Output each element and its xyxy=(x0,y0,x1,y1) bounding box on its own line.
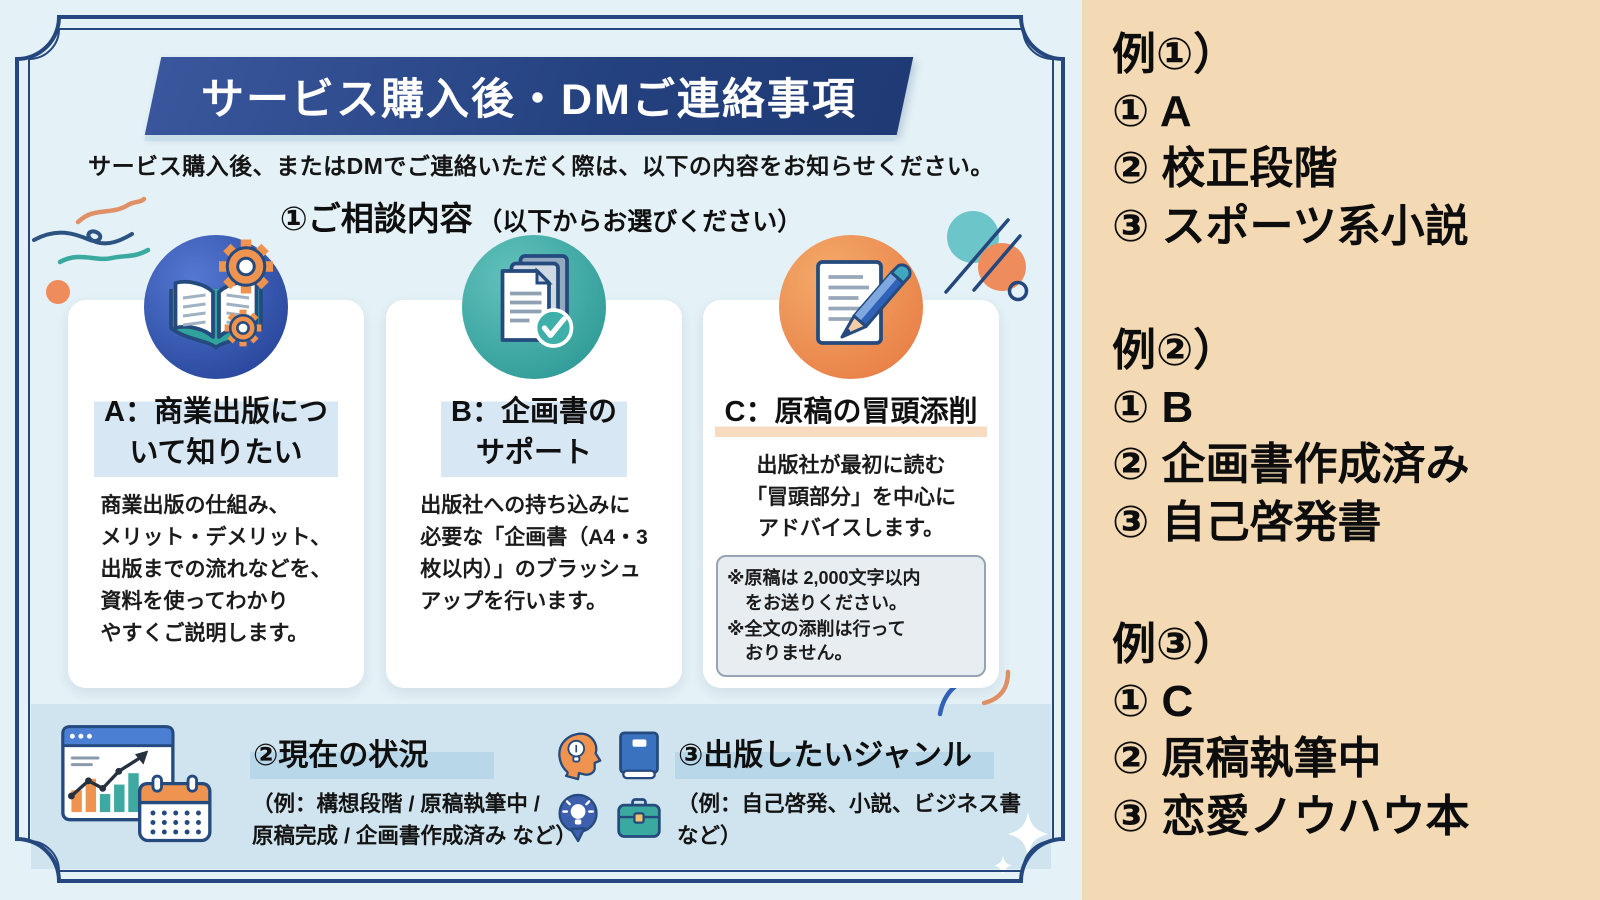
title-banner: サービス購入後・DMご連絡事項 xyxy=(144,57,914,135)
card-b-body: 出版社への持ち込みに 必要な「企画書（A4・3 枚以内）」のブラッシュ アップを… xyxy=(420,494,648,613)
open-book-gears-icon xyxy=(144,235,288,379)
chart-calendar-icon xyxy=(61,725,212,843)
example-item: ③ 恋愛ノウハウ本 xyxy=(1112,791,1470,841)
poster-subtitle: サービス購入後、またはDMでご連絡いただく際は、以下の内容をお知らせください。 xyxy=(88,153,994,179)
example-label: 例③） xyxy=(1112,620,1238,669)
card-c-note-box: ※原稿は 2,000文字以内 をお送りください。 ※全文の添削は行って おりませ… xyxy=(716,555,986,677)
status-heading: ②現在の状況 xyxy=(250,730,495,779)
example-block-3: 例③） ① C ② 原稿執筆中 ③ 恋愛ノウハウ本 xyxy=(1112,616,1582,845)
consult-heading-note: （以下からお選びください） xyxy=(477,208,803,236)
example-item: ① A xyxy=(1112,87,1192,137)
gear-icon xyxy=(224,309,262,347)
head-idea-icon xyxy=(558,732,602,781)
infographic-panel: ②現在の状況 （例：構想段階 / 原稿執筆中 / 原稿完成 / 企画書作成済み … xyxy=(0,0,1082,900)
manuscript-pen-icon xyxy=(779,235,923,379)
documents-check-icon xyxy=(462,235,606,379)
examples-panel: 例①） ① A ② 校正段階 ③ スポーツ系小説 例②） ① B ② 企画書作成… xyxy=(1082,0,1600,900)
status-example: （例：構想段階 / 原稿執筆中 / 原稿完成 / 企画書作成済み など） xyxy=(252,792,577,849)
poster-title: サービス購入後・DMご連絡事項 xyxy=(201,76,857,124)
example-label: 例②） xyxy=(1112,326,1238,375)
example-item: ③ 自己啓発書 xyxy=(1112,497,1382,547)
example-block-2: 例②） ① B ② 企画書作成済み ③ 自己啓発書 xyxy=(1112,322,1582,551)
example-block-1: 例①） ① A ② 校正段階 ③ スポーツ系小説 xyxy=(1112,26,1582,255)
bottom-band: ②現在の状況 （例：構想段階 / 原稿執筆中 / 原稿完成 / 企画書作成済み … xyxy=(31,704,1051,869)
card-c-body: 出版社が最初に読む 「冒頭部分」を中心に アドバイスします。 xyxy=(746,453,956,541)
book-icon xyxy=(619,731,659,780)
genre-heading: ③出版したいジャンル xyxy=(675,730,994,779)
example-item: ① B xyxy=(1112,383,1194,433)
genre-example: （例：自己啓発、小説、ビジネス書 など） xyxy=(677,792,1022,849)
example-item: ② 原稿執筆中 xyxy=(1112,734,1382,784)
card-b-title: B：企画書の サポート xyxy=(441,390,627,478)
card-a-body: 商業出版の仕組み、 メリット・デメリット、 出版までの流れなどを、 資料を使って… xyxy=(100,494,332,645)
card-c-title: C：原稿の冒頭添削 xyxy=(714,390,988,437)
genre-icons xyxy=(555,730,665,844)
note-line: ※原稿は 2,000文字以内 をお送りください。 xyxy=(727,568,921,613)
example-item: ② 校正段階 xyxy=(1112,144,1338,194)
briefcase-icon xyxy=(617,798,661,838)
consult-heading-main: ①ご相談内容 xyxy=(279,200,473,237)
example-item: ② 企画書作成済み xyxy=(1112,440,1470,490)
example-item: ① C xyxy=(1112,677,1194,727)
gear-icon xyxy=(219,239,273,294)
consult-heading: ①ご相談内容 （以下からお選びください） xyxy=(0,192,1082,240)
example-item: ③ スポーツ系小説 xyxy=(1112,201,1469,251)
card-a-title: A：商業出版につ いて知りたい xyxy=(94,390,338,478)
bulb-pin-icon xyxy=(558,793,598,843)
note-line: ※全文の添削は行って おりません。 xyxy=(727,618,906,664)
example-label: 例①） xyxy=(1112,30,1238,79)
